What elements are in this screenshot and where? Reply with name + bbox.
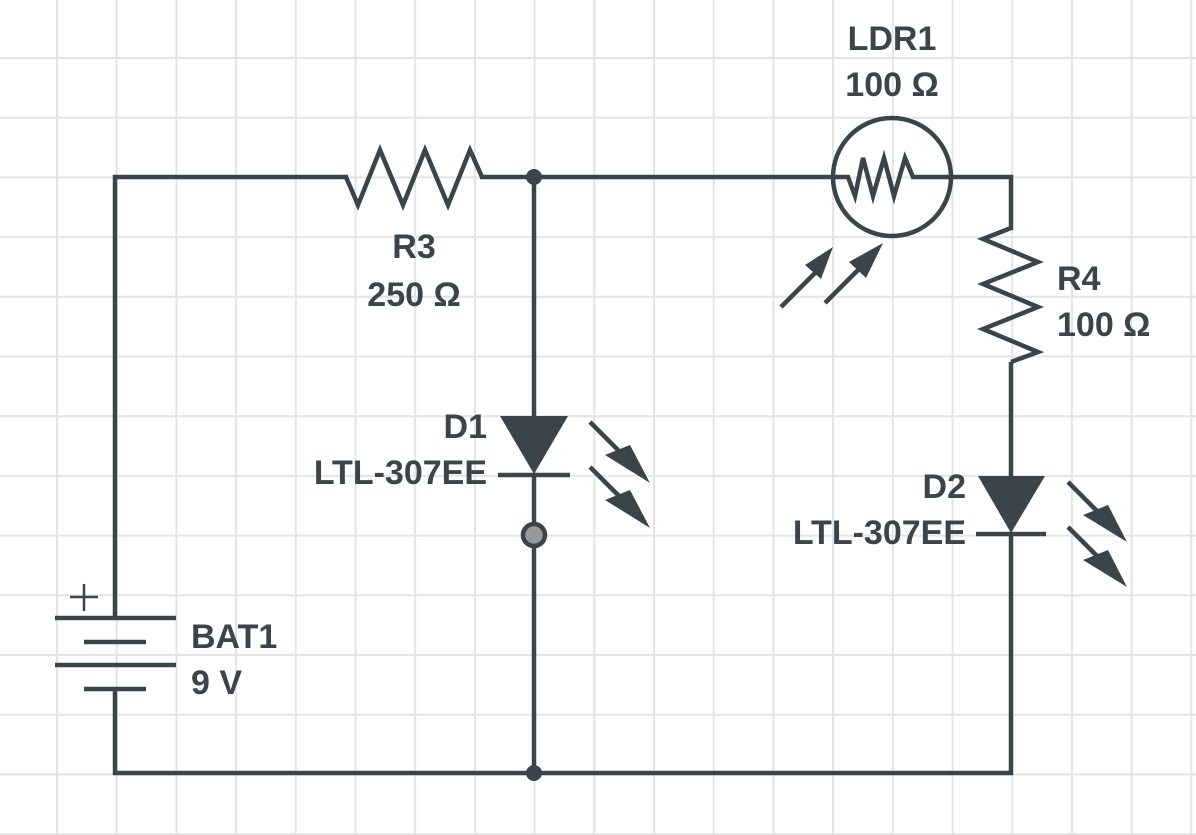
wires: [112, 174, 1014, 776]
battery-bat1[interactable]: [55, 584, 176, 692]
led-d1[interactable]: [498, 416, 570, 478]
ldr1-value-label: 100 Ω: [845, 66, 938, 104]
led-d2[interactable]: [976, 476, 1046, 537]
ldr1-ref-label: LDR1: [848, 20, 937, 58]
junction-node-top[interactable]: [526, 169, 542, 185]
d1-value-label: LTL-307EE: [314, 454, 487, 492]
test-point[interactable]: [520, 521, 548, 549]
d2-ref-label: D2: [923, 468, 966, 506]
bat1-value-label: 9 V: [191, 664, 242, 702]
junction-node-bottom[interactable]: [526, 765, 542, 781]
light-emission-icon-d2: [1066, 480, 1127, 587]
resistor-r3[interactable]: [343, 144, 485, 211]
ldr-ldr1[interactable]: [830, 115, 954, 239]
r4-value-label: 100 Ω: [1057, 306, 1150, 344]
r4-ref-label: R4: [1057, 260, 1101, 298]
d1-ref-label: D1: [444, 408, 487, 446]
bat1-ref-label: BAT1: [191, 618, 277, 656]
wire-ldr-to-r4[interactable]: [950, 174, 1014, 230]
wire-d2-to-bottom[interactable]: [112, 535, 1014, 776]
wire-battery-to-r3[interactable]: [112, 174, 348, 616]
resistor-r4[interactable]: [977, 225, 1045, 365]
light-emission-icon-d1: [588, 420, 650, 528]
r3-value-label: 250 Ω: [367, 276, 460, 314]
r3-ref-label: R3: [392, 228, 435, 266]
d2-value-label: LTL-307EE: [793, 514, 966, 552]
plus-icon: [70, 584, 98, 611]
light-arrows-icon: [779, 243, 883, 309]
